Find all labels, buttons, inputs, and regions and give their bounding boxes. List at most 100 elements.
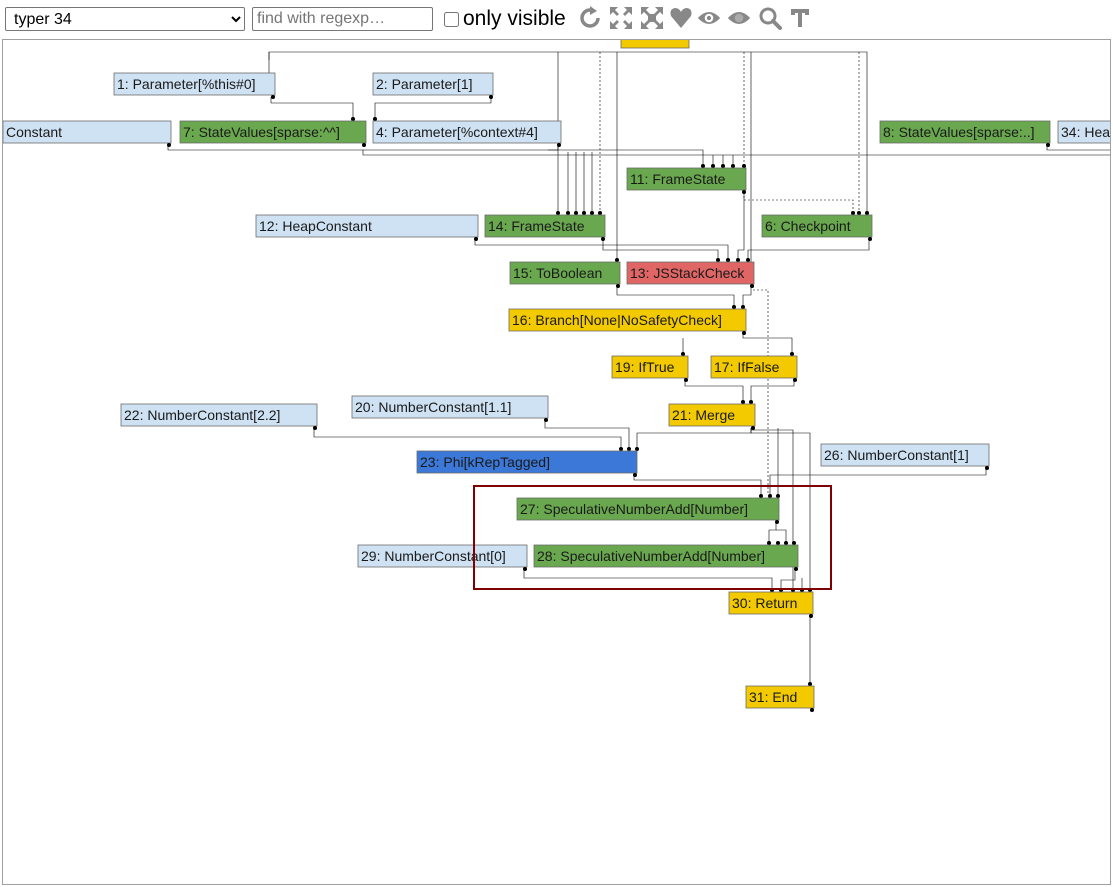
graph-node-box[interactable] bbox=[728, 591, 814, 615]
graph-node[interactable]: 15: ToBoolean bbox=[509, 261, 621, 285]
graph-node-label: 11: FrameState bbox=[630, 171, 726, 187]
graph-edge-input-port bbox=[767, 541, 771, 545]
graph-node-box[interactable] bbox=[509, 261, 621, 285]
graph-node-box[interactable] bbox=[879, 120, 1051, 144]
graph-edge-input-port bbox=[590, 211, 594, 215]
graph-edge-input-port bbox=[582, 211, 586, 215]
graph-edge-input-port bbox=[790, 352, 794, 356]
toggle-hide-dead-icon[interactable] bbox=[640, 6, 664, 30]
zoom-selection-icon[interactable] bbox=[758, 6, 782, 30]
graph-node[interactable]: 20: NumberConstant[1.1] bbox=[351, 395, 549, 419]
graph-edge bbox=[750, 380, 795, 404]
graph-node-label: 26: NumberConstant[1] bbox=[824, 447, 969, 463]
graph-node[interactable]: 23: Phi[kRepTagged] bbox=[416, 450, 638, 474]
graph-node-box[interactable] bbox=[372, 120, 562, 144]
hide-unselected-icon[interactable] bbox=[727, 6, 751, 30]
graph-node-box[interactable] bbox=[113, 72, 276, 96]
graph-node-box[interactable] bbox=[255, 214, 479, 238]
graph-node[interactable]: 22: NumberConstant[2.2] bbox=[120, 403, 318, 427]
graph-edge-input-port bbox=[741, 400, 745, 404]
graph-node[interactable]: 13: JSStackCheck bbox=[626, 261, 755, 285]
graph-edge-input-port bbox=[857, 211, 861, 215]
graph-node-box[interactable] bbox=[484, 214, 606, 238]
graph-node[interactable]: 6: Checkpoint bbox=[761, 214, 873, 238]
graph-node-box[interactable] bbox=[416, 450, 638, 474]
graph-node-label: 7: StateValues[sparse:^^] bbox=[183, 124, 340, 140]
graph-node[interactable]: 7: StateValues[sparse:^^] bbox=[179, 120, 367, 144]
graph-node[interactable]: 11: FrameState bbox=[626, 167, 747, 191]
graph-node-label: 16: Branch[None|NoSafetyCheck] bbox=[512, 312, 722, 328]
graph-edge-input-port bbox=[681, 352, 685, 356]
graph-node-box[interactable] bbox=[710, 355, 798, 379]
graph-node[interactable]: 4: Parameter[%context#4] bbox=[372, 120, 562, 144]
graph-node-label: 34: Heap bbox=[1061, 124, 1111, 140]
graph-node-label: Constant bbox=[6, 124, 62, 140]
graph-node[interactable]: Constant bbox=[3, 120, 172, 144]
phase-select[interactable]: typer 34 bbox=[5, 7, 245, 31]
graph-node-output-port bbox=[633, 473, 637, 477]
show-all-icon[interactable] bbox=[609, 6, 633, 30]
toggle-types-icon[interactable] bbox=[669, 6, 693, 30]
graph-node[interactable]: 1: Parameter[%this#0] bbox=[113, 72, 276, 96]
graph-node[interactable]: 29: NumberConstant[0] bbox=[357, 544, 528, 568]
graph-node[interactable]: 12: HeapConstant bbox=[255, 214, 479, 238]
graph-node-box[interactable] bbox=[761, 214, 873, 238]
graph-node[interactable]: 17: IfFalse bbox=[710, 355, 798, 379]
graph-canvas[interactable]: 1: Parameter[%this#0] 2: Parameter[1] Cons… bbox=[3, 40, 1111, 885]
graph-node[interactable]: 26: NumberConstant[1] bbox=[820, 443, 990, 467]
graph-edge bbox=[769, 468, 987, 498]
toggle-text-icon[interactable] bbox=[788, 6, 812, 30]
only-visible-option[interactable]: only visible bbox=[443, 6, 566, 32]
graph-node-label: 6: Checkpoint bbox=[765, 218, 851, 234]
graph-edge-input-port bbox=[742, 164, 746, 168]
graph-node[interactable]: 21: Merge bbox=[668, 403, 756, 427]
graph-node-box[interactable] bbox=[179, 120, 367, 144]
graph-edge-input-port bbox=[566, 211, 570, 215]
graph-node[interactable]: 2: Parameter[1] bbox=[372, 72, 494, 96]
graph-node-output-port bbox=[523, 567, 527, 571]
graph-node-box[interactable] bbox=[611, 355, 689, 379]
graph-node-output-port bbox=[1046, 143, 1050, 147]
graph-node-label: 17: IfFalse bbox=[714, 359, 780, 375]
search-input[interactable] bbox=[252, 7, 433, 31]
graph-node-box[interactable] bbox=[626, 261, 755, 285]
graph-node-box[interactable] bbox=[516, 497, 780, 521]
graph-node[interactable]: 28: SpeculativeNumberAdd[Number] bbox=[533, 544, 799, 568]
graph-node-box[interactable] bbox=[120, 403, 318, 427]
graph-node[interactable]: 30: Return bbox=[728, 591, 814, 615]
graph-node[interactable]: 19: IfTrue bbox=[611, 355, 689, 379]
graph-node[interactable]: 16: Branch[None|NoSafetyCheck] bbox=[508, 308, 747, 332]
graph-node-label: 23: Phi[kRepTagged] bbox=[420, 454, 550, 470]
show-selected-icon[interactable] bbox=[697, 6, 721, 30]
graph-node-output-port bbox=[601, 237, 605, 241]
graph-node[interactable]: 31: End bbox=[745, 685, 815, 709]
graph-node-label: 2: Parameter[1] bbox=[376, 76, 473, 92]
relayout-icon[interactable] bbox=[578, 6, 602, 30]
graph-node-box[interactable] bbox=[357, 544, 528, 568]
graph-node-box[interactable] bbox=[820, 443, 990, 467]
graph-node-box[interactable] bbox=[3, 120, 172, 144]
graph-node-label: 4: Parameter[%context#4] bbox=[376, 124, 538, 140]
graph-edge bbox=[752, 286, 769, 495]
graph-node[interactable]: 27: SpeculativeNumberAdd[Number] bbox=[516, 497, 780, 521]
graph-node-box[interactable] bbox=[351, 395, 549, 419]
start-node-stub[interactable] bbox=[620, 40, 690, 49]
graph-node-box[interactable] bbox=[668, 403, 756, 427]
graph-edge-input-port bbox=[627, 447, 631, 451]
graph-node-box[interactable] bbox=[508, 308, 747, 332]
graph-edge-input-port bbox=[792, 541, 796, 545]
graph-edge bbox=[751, 429, 794, 592]
graph-node-box[interactable] bbox=[1057, 120, 1111, 144]
graph-node[interactable]: 14: FrameState bbox=[484, 214, 606, 238]
graph-node-box[interactable] bbox=[372, 72, 494, 96]
graph-node-label: 20: NumberConstant[1.1] bbox=[355, 399, 511, 415]
graph-node-box[interactable] bbox=[626, 167, 747, 191]
graph-node[interactable]: 34: Heap bbox=[1057, 120, 1111, 144]
graph-node-box[interactable] bbox=[745, 685, 815, 709]
graph-node-box[interactable] bbox=[533, 544, 799, 568]
graph-pane[interactable]: 1: Parameter[%this#0] 2: Parameter[1] Cons… bbox=[2, 39, 1111, 885]
only-visible-checkbox[interactable] bbox=[444, 11, 459, 27]
graph-node[interactable]: 8: StateValues[sparse:..] bbox=[879, 120, 1051, 144]
graph-edge-input-port bbox=[741, 305, 745, 309]
graph-edge bbox=[742, 286, 752, 309]
